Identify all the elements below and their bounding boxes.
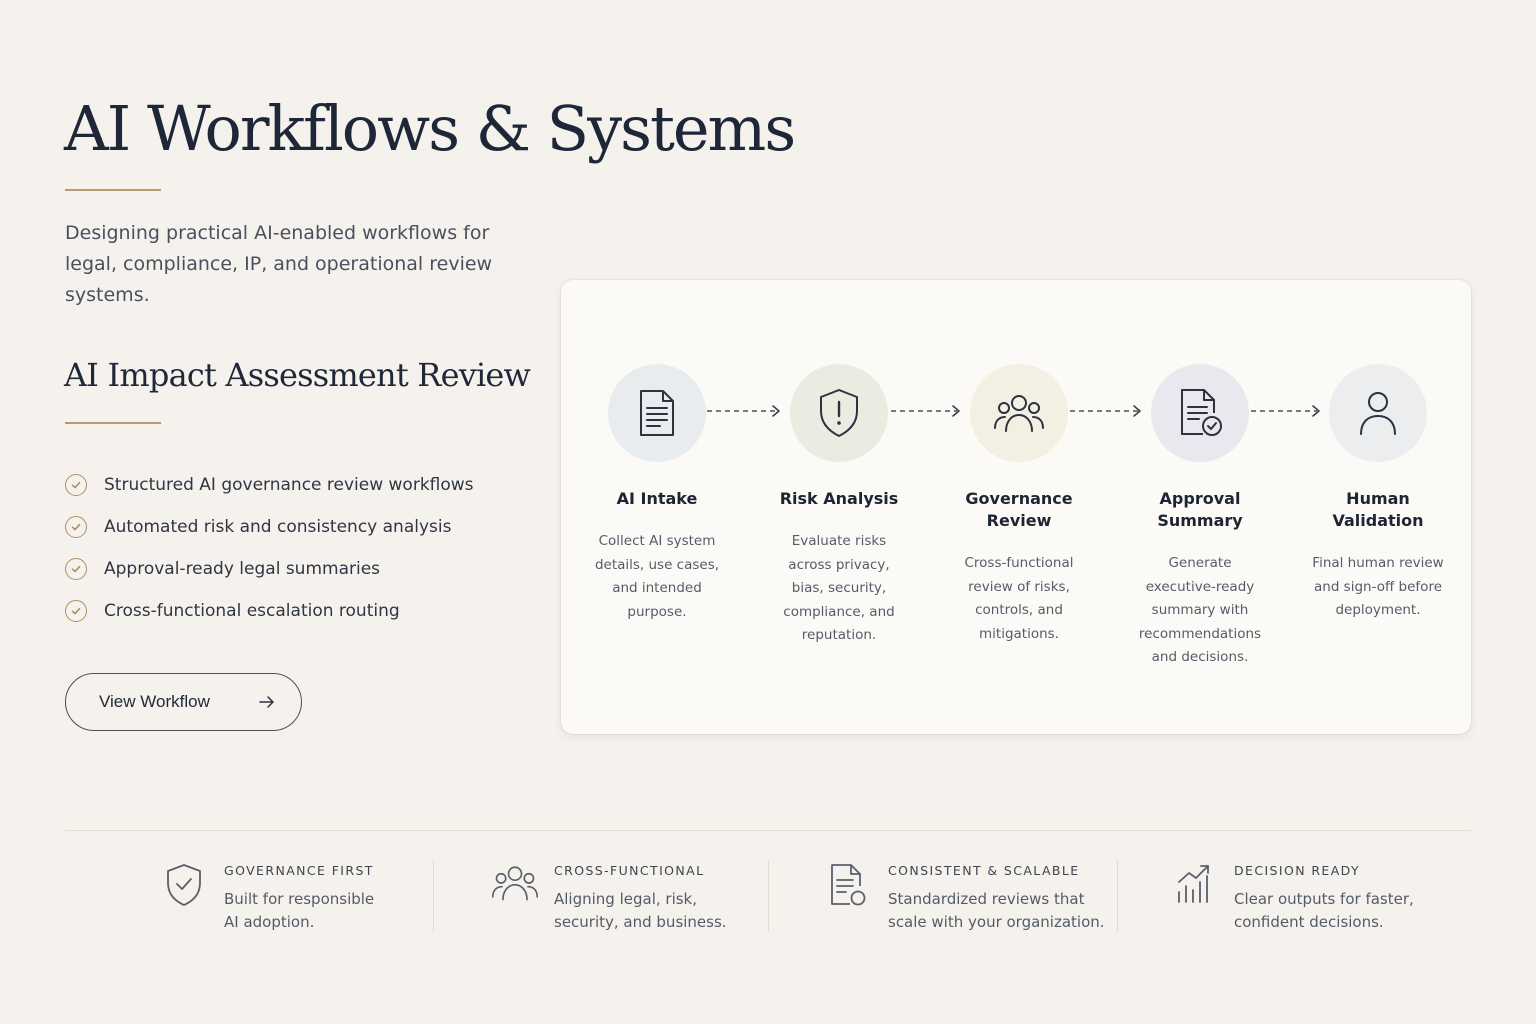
pillar-decision-ready: DECISION READY Clear outputs for faster,… bbox=[1176, 862, 1434, 934]
arrow-connector bbox=[707, 405, 780, 417]
feature-text: Structured AI governance review workflow… bbox=[104, 475, 474, 495]
shield-check-icon bbox=[167, 864, 201, 906]
step-icon-circle bbox=[1151, 364, 1249, 462]
step-description: Collect AI system details, use cases, an… bbox=[594, 533, 720, 620]
pillar-title: CONSISTENT & SCALABLE bbox=[888, 863, 1080, 878]
feature-item: Automated risk and consistency analysis bbox=[65, 506, 474, 548]
check-icon bbox=[65, 516, 87, 538]
step-title: Approval Summary bbox=[1157, 489, 1243, 530]
pillar-description: Built for responsible AI adoption. bbox=[224, 890, 375, 931]
feature-text: Approval-ready legal summaries bbox=[104, 559, 381, 579]
feature-item: Cross-functional escalation routing bbox=[65, 590, 474, 632]
step-title: Human Validation bbox=[1332, 489, 1424, 530]
step-title: Risk Analysis bbox=[779, 489, 899, 508]
workflow-step-human-validation: Human Validation Final human review and … bbox=[1298, 364, 1458, 623]
feature-list: Structured AI governance review workflow… bbox=[65, 464, 474, 632]
chart-growth-icon bbox=[1178, 865, 1209, 903]
vertical-divider bbox=[433, 860, 434, 932]
vertical-divider bbox=[1117, 860, 1118, 932]
step-description: Generate executive-ready summary with re… bbox=[1138, 555, 1262, 665]
title-divider bbox=[65, 189, 161, 191]
step-title: Governance Review bbox=[965, 489, 1073, 530]
workflow-step-risk-analysis: Risk Analysis Evaluate risks across priv… bbox=[759, 364, 919, 648]
feature-text: Automated risk and consistency analysis bbox=[104, 517, 452, 537]
page-title: AI Workflows & Systems bbox=[64, 92, 796, 165]
step-icon-circle bbox=[790, 364, 888, 462]
workflow-step-approval-summary: Approval Summary Generate executive-read… bbox=[1120, 364, 1280, 670]
step-description: Evaluate risks across privacy, bias, sec… bbox=[783, 533, 895, 643]
check-icon bbox=[65, 600, 87, 622]
arrow-right-icon bbox=[259, 696, 274, 708]
pillar-description: Clear outputs for faster, confident deci… bbox=[1234, 890, 1414, 931]
shield-alert-icon bbox=[820, 389, 858, 437]
workflow-card: AI Intake Collect AI system details, use… bbox=[561, 280, 1471, 734]
step-icon-circle bbox=[970, 364, 1068, 462]
pillar-title: GOVERNANCE FIRST bbox=[224, 863, 374, 878]
document-icon bbox=[640, 390, 674, 436]
step-icon-circle bbox=[1329, 364, 1427, 462]
pillar-consistent-scalable: CONSISTENT & SCALABLE Standardized revie… bbox=[828, 862, 1108, 934]
pillar-cross-functional: CROSS-FUNCTIONAL Aligning legal, risk, s… bbox=[490, 862, 729, 934]
pillar-title: CROSS-FUNCTIONAL bbox=[554, 863, 705, 878]
users-icon bbox=[491, 866, 539, 901]
step-description: Final human review and sign-off before d… bbox=[1312, 555, 1444, 618]
pillar-text: CONSISTENT & SCALABLE Standardized revie… bbox=[888, 862, 1108, 934]
check-icon bbox=[65, 474, 87, 496]
pillar-description: Aligning legal, risk, security, and busi… bbox=[554, 890, 727, 931]
feature-item: Approval-ready legal summaries bbox=[65, 548, 474, 590]
pillar-title: DECISION READY bbox=[1234, 863, 1361, 878]
check-icon bbox=[65, 558, 87, 580]
pillar-governance-first: GOVERNANCE FIRST Built for responsible A… bbox=[164, 862, 384, 934]
arrow-connector bbox=[1251, 405, 1320, 417]
pillar-description: Standardized reviews that scale with you… bbox=[888, 890, 1105, 931]
feature-text: Cross-functional escalation routing bbox=[104, 601, 400, 621]
arrow-connector bbox=[1070, 405, 1141, 417]
pillar-text: GOVERNANCE FIRST Built for responsible A… bbox=[224, 862, 384, 934]
step-icon-circle bbox=[608, 364, 706, 462]
section-divider bbox=[65, 422, 161, 424]
step-title: AI Intake bbox=[616, 489, 698, 508]
workflow-step-governance-review: Governance Review Cross-functional revie… bbox=[939, 364, 1099, 646]
bottom-divider bbox=[65, 830, 1471, 831]
view-workflow-label: View Workflow bbox=[99, 692, 210, 711]
feature-item: Structured AI governance review workflow… bbox=[65, 464, 474, 506]
document-check-icon bbox=[1181, 389, 1222, 436]
arrow-connector bbox=[891, 405, 960, 417]
section-title: AI Impact Assessment Review bbox=[64, 356, 531, 394]
pillar-text: DECISION READY Clear outputs for faster,… bbox=[1234, 862, 1434, 934]
vertical-divider bbox=[768, 860, 769, 932]
page-subtitle: Designing practical AI-enabled workflows… bbox=[65, 222, 493, 306]
step-description: Cross-functional review of risks, contro… bbox=[964, 555, 1074, 642]
user-icon bbox=[1360, 392, 1396, 435]
workflow-step-ai-intake: AI Intake Collect AI system details, use… bbox=[577, 364, 737, 624]
pillar-text: CROSS-FUNCTIONAL Aligning legal, risk, s… bbox=[554, 862, 729, 934]
users-icon bbox=[994, 395, 1044, 432]
document-settings-icon bbox=[831, 864, 866, 906]
view-workflow-button[interactable]: View Workflow bbox=[65, 673, 302, 731]
